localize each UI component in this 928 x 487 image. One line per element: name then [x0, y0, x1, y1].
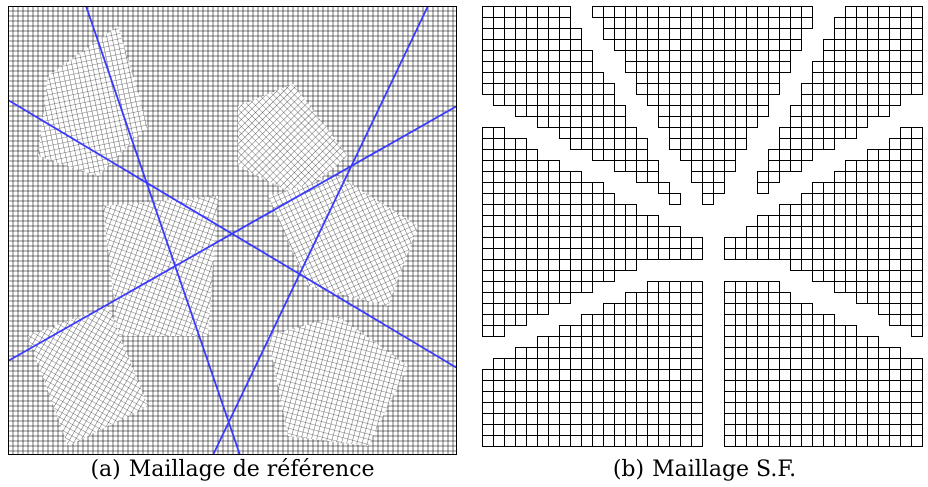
mesh-patch: [268, 176, 418, 306]
caption-a-label: (a): [90, 457, 121, 482]
mesh-patch: [238, 84, 348, 196]
caption-a-text: Maillage de référence: [128, 457, 375, 482]
caption-b-label: (b): [612, 457, 645, 482]
mesh-patch: [103, 196, 218, 336]
interface-line: [8, 105, 457, 362]
interface-line: [85, 6, 241, 455]
interface-line: [212, 6, 429, 455]
mesh-patch: [38, 26, 148, 176]
sf-mesh-image: [482, 6, 923, 447]
reference-mesh-panel: [8, 6, 457, 455]
mesh-patch: [28, 306, 148, 446]
caption-b: (b) Maillage S.F.: [482, 456, 927, 484]
reference-mesh-frame: [8, 6, 457, 455]
sf-mesh-panel: [482, 6, 927, 455]
reference-mesh-image: [8, 6, 457, 455]
caption-b-text: Maillage S.F.: [652, 457, 797, 482]
mesh-patch: [268, 316, 408, 446]
caption-a: (a) Maillage de référence: [8, 456, 457, 484]
sf-mesh-cells: [482, 6, 923, 447]
